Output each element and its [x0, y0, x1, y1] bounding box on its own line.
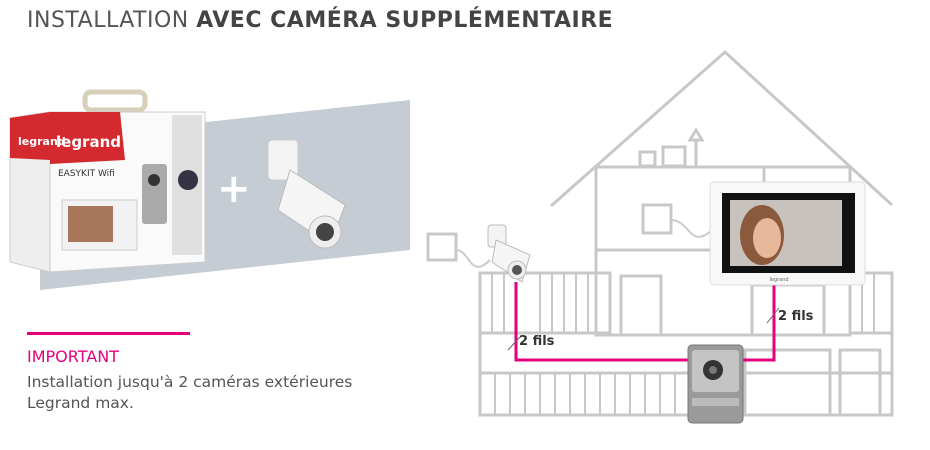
bullet-camera-product	[267, 139, 346, 249]
box-logo-front: legrand	[56, 133, 121, 151]
wire-label-right: 2 fils	[778, 309, 814, 324]
diagram-camera	[455, 224, 531, 283]
plus-sign: +	[217, 166, 251, 212]
wire-camera-to-doorstation	[514, 282, 688, 362]
product-box: legrand legrand EASYKIT Wifi	[9, 89, 206, 273]
box-product-name: EASYKIT Wifi	[58, 169, 115, 179]
monitor-brand: legrand	[769, 277, 788, 283]
box-logo-side: legrand	[18, 135, 66, 148]
divider	[27, 332, 190, 335]
wire-doorstation-to-monitor	[743, 285, 776, 362]
video-monitor: legrand	[709, 181, 866, 286]
fence-pickets	[491, 273, 875, 415]
door-station	[687, 344, 744, 424]
title-bold: AVEC CAMÉRA SUPPLÉMENTAIRE	[196, 8, 614, 33]
wire-label-left: 2 fils	[519, 334, 555, 349]
important-heading: IMPORTANT	[27, 347, 119, 366]
important-text: Installation jusqu'à 2 caméras extérieur…	[27, 373, 353, 412]
title-light: INSTALLATION	[27, 8, 197, 33]
page-title: INSTALLATION AVEC CAMÉRA SUPPLÉMENTAIRE	[27, 8, 613, 33]
